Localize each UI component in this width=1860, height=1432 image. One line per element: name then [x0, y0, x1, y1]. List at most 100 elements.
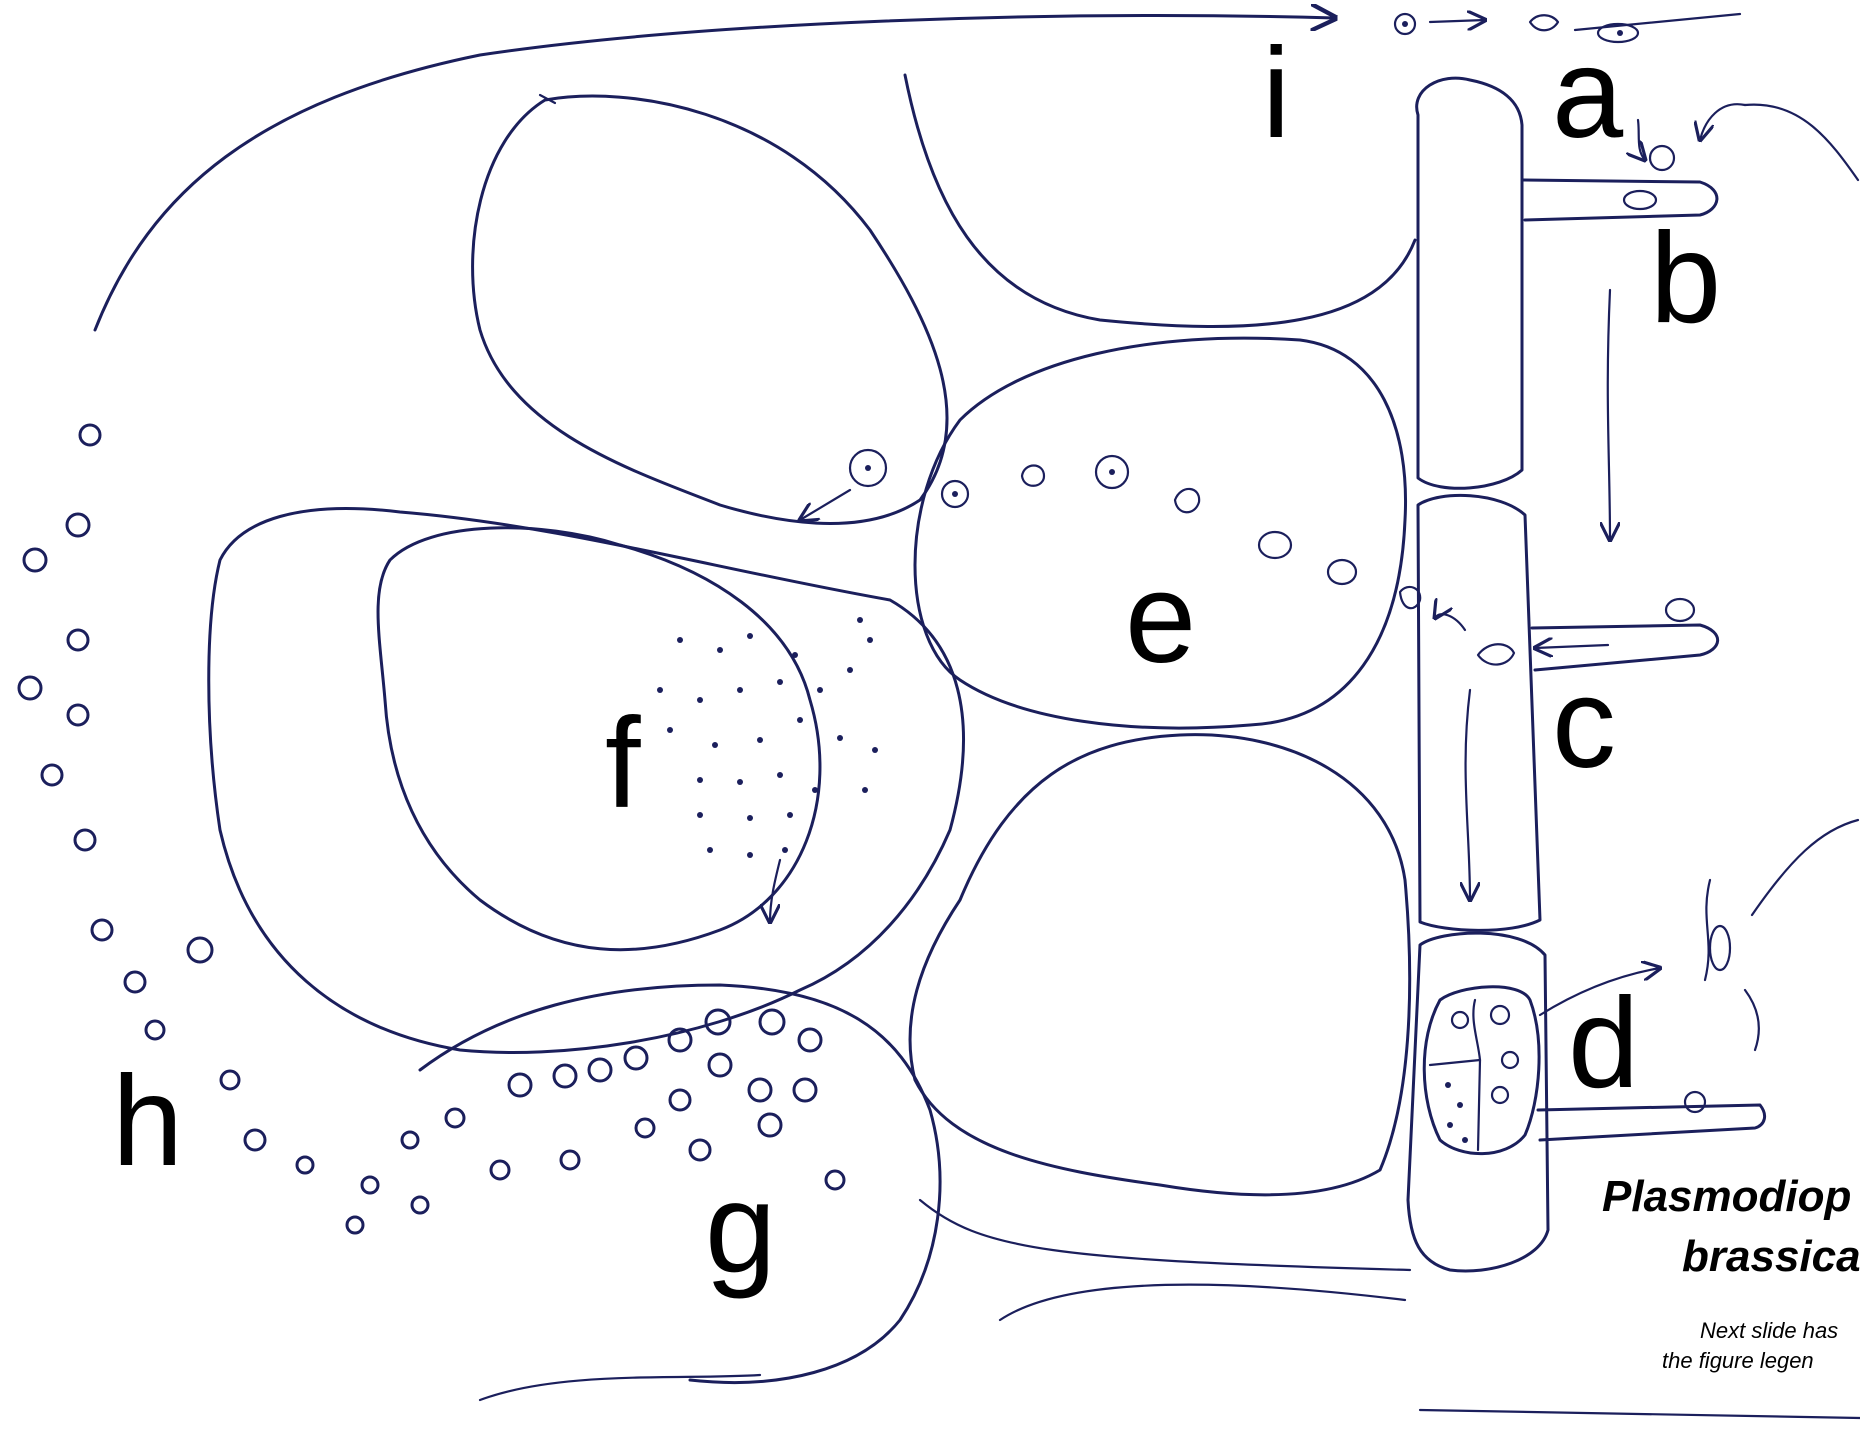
cortex-cell-f-outer: [209, 509, 964, 1053]
ink-stroke: [1445, 1082, 1451, 1088]
ink-stroke: [797, 717, 803, 723]
label-f: f: [605, 700, 641, 828]
ink-stroke: [1710, 926, 1730, 970]
ink-stroke: [657, 687, 663, 693]
label-i: i: [1262, 30, 1290, 158]
ink-stroke: [847, 667, 853, 673]
ink-stroke: [787, 812, 793, 818]
ink-stroke: [347, 1217, 363, 1233]
ink-stroke: [68, 705, 88, 725]
ink-stroke: [1462, 1137, 1468, 1143]
ink-stroke: [221, 1071, 239, 1089]
ink-stroke: [749, 1079, 771, 1101]
ink-stroke: [509, 1074, 531, 1096]
arrow-i-to-a: [1430, 20, 1485, 22]
ink-stroke: [837, 735, 843, 741]
cortex-cell-f-plasmodium: [378, 528, 820, 950]
ink-stroke: [1745, 990, 1759, 1050]
ink-stroke: [68, 630, 88, 650]
ink-stroke: [782, 847, 788, 853]
ink-stroke: [1328, 560, 1356, 584]
ink-stroke: [297, 1157, 313, 1173]
title-line-1: Plasmodiop: [1602, 1172, 1851, 1222]
ink-stroke: [1473, 1000, 1480, 1060]
ink-stroke: [1638, 120, 1645, 160]
zoospore-c2: [1478, 644, 1514, 664]
cortex-cell-upper: [473, 96, 948, 523]
title-line-2: brassica: [1682, 1232, 1860, 1282]
ink-stroke: [1402, 21, 1408, 27]
ink-stroke: [42, 765, 62, 785]
cortex-cell-top-connector: [905, 75, 1415, 327]
label-c: c: [1552, 660, 1616, 788]
ink-stroke: [1109, 469, 1115, 475]
ink-stroke: [920, 1200, 1410, 1270]
ink-stroke: [759, 1114, 781, 1136]
ink-stroke: [1000, 1285, 1405, 1320]
ink-stroke: [777, 772, 783, 778]
ink-stroke: [446, 1109, 464, 1127]
ink-stroke: [1466, 690, 1470, 900]
label-d: d: [1568, 980, 1639, 1108]
ink-stroke: [402, 1132, 418, 1148]
ink-stroke: [19, 677, 41, 699]
ink-stroke: [1420, 1410, 1860, 1418]
ink-stroke: [1752, 820, 1858, 915]
ink-stroke: [800, 490, 850, 520]
cortex-cell-lower-mid: [910, 735, 1410, 1195]
ink-stroke: [794, 1079, 816, 1101]
ink-stroke: [737, 779, 743, 785]
ink-stroke: [817, 687, 823, 693]
ink-stroke: [1175, 489, 1199, 512]
ink-stroke: [125, 972, 145, 992]
ink-stroke: [1535, 645, 1608, 648]
ink-stroke: [707, 847, 713, 853]
ink-stroke: [697, 697, 703, 703]
ink-stroke: [1452, 1012, 1468, 1028]
zoosporangia-cluster: [1424, 987, 1539, 1154]
ink-stroke: [146, 1021, 164, 1039]
ink-stroke: [1705, 880, 1710, 980]
label-a: a: [1552, 30, 1623, 158]
ink-stroke: [1259, 532, 1291, 558]
spore-b1: [1650, 146, 1674, 170]
ink-stroke: [826, 1171, 844, 1189]
return-arc: [95, 16, 1335, 330]
ink-stroke: [1492, 1087, 1508, 1103]
ink-stroke: [554, 1065, 576, 1087]
cortex-cell-g: [420, 985, 940, 1383]
ink-stroke: [1745, 105, 1858, 180]
ink-stroke: [1685, 1092, 1705, 1112]
ink-stroke: [412, 1197, 428, 1213]
ink-stroke: [747, 815, 753, 821]
spore-c1: [1666, 599, 1694, 621]
ink-stroke: [677, 637, 683, 643]
ink-stroke: [777, 679, 783, 685]
ink-stroke: [717, 647, 723, 653]
ink-stroke: [952, 491, 958, 497]
ink-stroke: [67, 514, 89, 536]
root-hair-cell-mid: [1418, 495, 1540, 930]
label-e: e: [1125, 555, 1196, 683]
ink-stroke: [792, 652, 798, 658]
ink-stroke: [872, 747, 878, 753]
ink-stroke: [812, 787, 818, 793]
ink-stroke: [1491, 1006, 1509, 1024]
root-hair-cell-top: [1417, 78, 1522, 488]
ink-stroke: [670, 1090, 690, 1110]
ink-stroke: [589, 1059, 611, 1081]
ink-stroke: [667, 727, 673, 733]
legend-note-line-2: the figure legen: [1662, 1348, 1814, 1374]
ink-stroke: [1435, 614, 1465, 630]
ink-stroke: [737, 687, 743, 693]
label-b: b: [1650, 215, 1721, 343]
ink-stroke: [712, 742, 718, 748]
label-g: g: [705, 1165, 776, 1293]
ink-stroke: [757, 737, 763, 743]
ink-stroke: [697, 777, 703, 783]
ink-stroke: [1608, 290, 1610, 540]
ink-stroke: [857, 617, 863, 623]
ink-stroke: [867, 637, 873, 643]
ink-stroke: [362, 1177, 378, 1193]
